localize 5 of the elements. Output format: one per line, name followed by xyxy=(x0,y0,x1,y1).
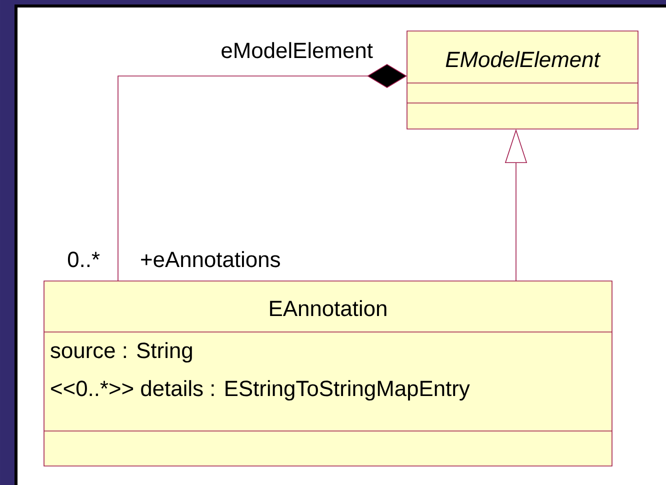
composition-line xyxy=(118,64,407,282)
class-box: EAnnotation source : String <<0..*>> details : EStringToStringMapEntry xyxy=(44,280,612,466)
multiplicity-label: 0..* xyxy=(68,252,100,268)
role-label: eModelElement xyxy=(222,42,373,58)
class-box: EModelElement xyxy=(406,30,638,130)
